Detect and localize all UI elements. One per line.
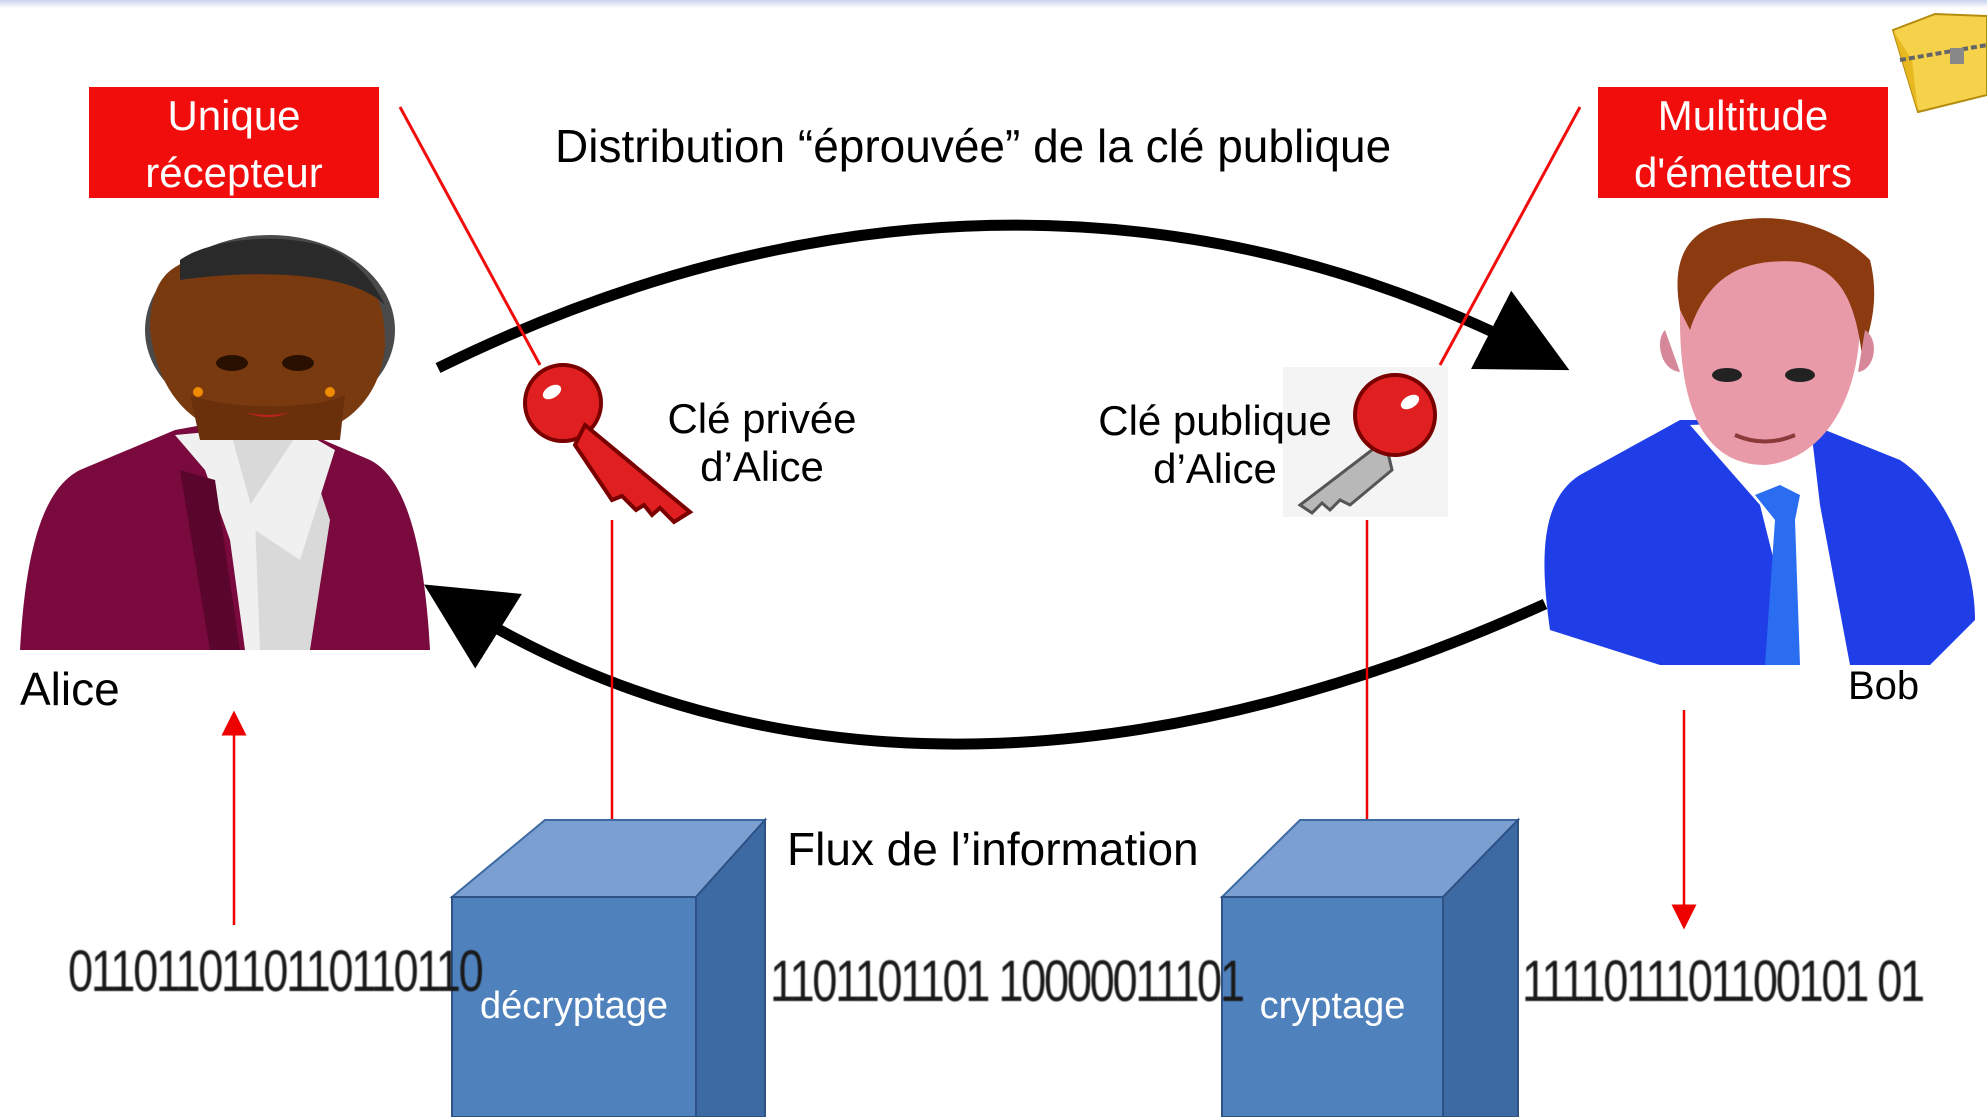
unique-receiver-line1: Unique bbox=[167, 92, 301, 139]
public-key-pointer bbox=[1438, 106, 1582, 366]
bob-figure bbox=[1544, 218, 1975, 665]
public-key-label: Clé publique d’Alice bbox=[1093, 397, 1337, 494]
unique-receiver-line2: récepteur bbox=[145, 149, 323, 196]
decrypt-label: décryptage bbox=[479, 985, 668, 1027]
private-key-label: Clé privée d’Alice bbox=[662, 395, 862, 492]
distribution-label: Distribution “éprouvée” de la clé publiq… bbox=[555, 120, 1392, 172]
private-key-icon bbox=[523, 363, 694, 525]
bitstream-left: 0110110110110110110 bbox=[68, 939, 484, 1004]
multiple-senders-line1: Multitude bbox=[1657, 92, 1829, 139]
private-key-label-line2: d’Alice bbox=[700, 443, 824, 491]
public-key-icon bbox=[1283, 367, 1448, 517]
bitstream-right: 1111011101100101 01 bbox=[1522, 949, 1925, 1014]
bob-label: Bob bbox=[1848, 664, 1920, 708]
bitstream-middle: 1101101101 10000011101 bbox=[770, 949, 1245, 1014]
private-key-pointer bbox=[398, 106, 542, 366]
public-key-label-line1: Clé publique bbox=[1098, 397, 1332, 444]
public-key-label-line2: d’Alice bbox=[1153, 445, 1277, 493]
alice-figure bbox=[20, 235, 430, 650]
alice-label: Alice bbox=[20, 663, 120, 715]
private-key-label-line1: Clé privée bbox=[667, 395, 857, 442]
information-flow-arrow bbox=[424, 584, 1548, 750]
multiple-senders-line2: d'émetteurs bbox=[1633, 149, 1853, 196]
encrypt-box bbox=[1219, 817, 1521, 1117]
information-flow-label: Flux de l’information bbox=[787, 823, 1199, 875]
top-band bbox=[0, 0, 1987, 8]
encrypt-label: cryptage bbox=[1259, 985, 1406, 1027]
decrypt-box bbox=[449, 817, 768, 1117]
secure-folder-icon bbox=[1891, 12, 1987, 114]
distribution-arrow bbox=[435, 219, 1570, 373]
unique-receiver-box: Unique récepteur bbox=[89, 87, 379, 198]
multiple-senders-box: Multitude d'émetteurs bbox=[1598, 87, 1888, 198]
